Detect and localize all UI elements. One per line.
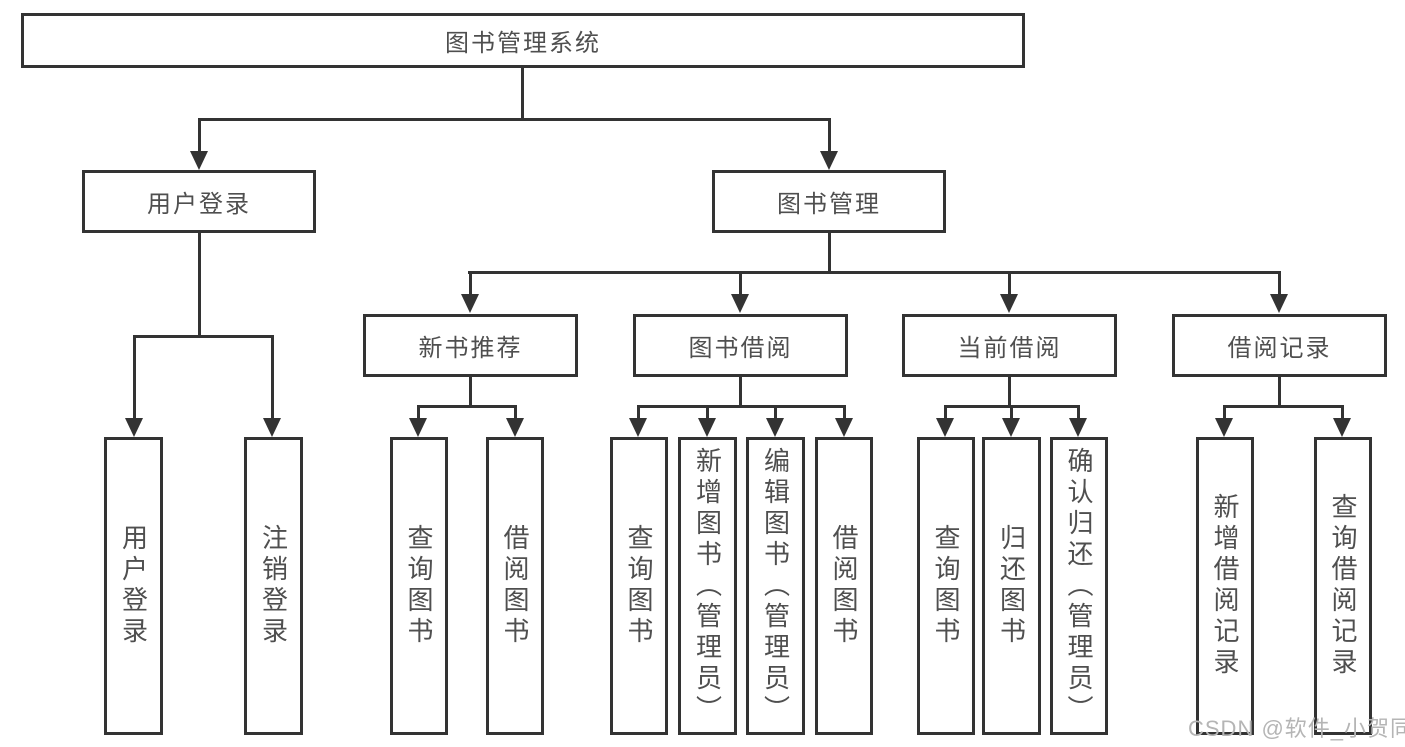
leaf-query-books-3-label: 查询图书 bbox=[931, 524, 961, 648]
connector-borrow-records-stub bbox=[1278, 377, 1281, 405]
connector-drop-leaf-user-login bbox=[133, 335, 136, 421]
leaf-add-borrow-record-label: 新增借阅记录 bbox=[1210, 493, 1240, 679]
leaf-query-borrow-record-label: 查询借阅记录 bbox=[1328, 493, 1358, 679]
leaf-borrow-books-2-label: 借阅图书 bbox=[829, 524, 859, 648]
arrowhead-borrow-books-2-icon bbox=[835, 418, 853, 437]
leaf-query-books-3: 查询图书 bbox=[917, 437, 975, 735]
node-current-borrow-label: 当前借阅 bbox=[957, 335, 1062, 362]
leaf-borrow-books-2: 借阅图书 bbox=[815, 437, 873, 735]
leaf-return-books: 归还图书 bbox=[982, 437, 1041, 735]
connector-drop-user-login bbox=[198, 118, 201, 154]
arrowhead-new-book-recommend-icon bbox=[461, 294, 479, 313]
connector-drop-confirm-return bbox=[1077, 405, 1080, 422]
connector-drop-current-borrow bbox=[1008, 271, 1011, 298]
node-user-login-branch: 用户登录 bbox=[82, 170, 316, 233]
connector-new-book-recommend-split bbox=[417, 405, 517, 408]
leaf-add-books-admin: 新增图书（管理员） bbox=[678, 437, 737, 735]
arrowhead-edit-books-admin-icon bbox=[766, 418, 784, 437]
arrowhead-query-borrow-record-icon bbox=[1333, 418, 1351, 437]
connector-current-borrow-stub bbox=[1008, 377, 1011, 405]
connector-drop-borrow-books-2 bbox=[843, 405, 846, 422]
arrowhead-borrow-records-icon bbox=[1270, 294, 1288, 313]
leaf-logout: 注销登录 bbox=[244, 437, 303, 735]
leaf-borrow-books-1-label: 借阅图书 bbox=[500, 524, 530, 648]
arrowhead-add-borrow-record-icon bbox=[1215, 418, 1233, 437]
arrowhead-leaf-logout-icon bbox=[263, 418, 281, 437]
leaf-query-books-1-label: 查询图书 bbox=[404, 524, 434, 648]
node-user-login-branch-label: 用户登录 bbox=[147, 191, 251, 218]
connector-drop-edit-books-admin bbox=[774, 405, 777, 422]
leaf-confirm-return-admin: 确认归还（管理员） bbox=[1050, 437, 1108, 735]
node-book-borrow-label: 图书借阅 bbox=[688, 335, 793, 362]
leaf-edit-books-admin-label: 编辑图书（管理员） bbox=[760, 446, 791, 726]
connector-drop-add-books-admin bbox=[706, 405, 709, 422]
leaf-add-books-admin-label: 新增图书（管理员） bbox=[692, 446, 723, 726]
leaf-user-login-label: 用户登录 bbox=[118, 524, 149, 648]
connector-book-management-split bbox=[468, 271, 1281, 274]
connector-drop-new-book-recommend bbox=[469, 271, 472, 298]
arrowhead-book-borrow-icon bbox=[731, 294, 749, 313]
connector-drop-query-borrow-record bbox=[1341, 405, 1344, 422]
arrowhead-confirm-return-icon bbox=[1069, 418, 1087, 437]
connector-book-borrow-split bbox=[637, 405, 845, 408]
connector-book-borrow-stub bbox=[739, 377, 742, 405]
arrowhead-return-books-icon bbox=[1002, 418, 1020, 437]
leaf-user-login: 用户登录 bbox=[104, 437, 163, 735]
connector-drop-book-borrow bbox=[739, 271, 742, 298]
node-book-borrow: 图书借阅 bbox=[633, 314, 848, 377]
arrowhead-book-management-icon bbox=[820, 151, 838, 170]
leaf-query-books-2: 查询图书 bbox=[610, 437, 668, 735]
node-borrow-records: 借阅记录 bbox=[1172, 314, 1387, 377]
node-book-management-branch-label: 图书管理 bbox=[777, 191, 881, 218]
connector-drop-leaf-logout bbox=[271, 335, 274, 421]
node-new-book-recommend: 新书推荐 bbox=[363, 314, 578, 377]
connector-drop-query-books-3 bbox=[944, 405, 947, 422]
node-current-borrow: 当前借阅 bbox=[902, 314, 1117, 377]
connector-drop-book-management bbox=[828, 118, 831, 154]
connector-new-book-recommend-stub bbox=[469, 377, 472, 405]
connector-drop-return-books bbox=[1010, 405, 1013, 422]
leaf-query-borrow-record: 查询借阅记录 bbox=[1314, 437, 1372, 735]
arrowhead-add-books-admin-icon bbox=[698, 418, 716, 437]
arrowhead-borrow-books-1-icon bbox=[506, 418, 524, 437]
connector-book-management-stub bbox=[828, 233, 831, 271]
arrowhead-query-books-2-icon bbox=[629, 418, 647, 437]
connector-drop-query-books-1 bbox=[417, 405, 420, 422]
arrowhead-current-borrow-icon bbox=[1000, 294, 1018, 313]
connector-drop-borrow-books-1 bbox=[514, 405, 517, 422]
leaf-edit-books-admin: 编辑图书（管理员） bbox=[746, 437, 805, 735]
leaf-query-books-1: 查询图书 bbox=[390, 437, 448, 735]
connector-drop-add-borrow-record bbox=[1223, 405, 1226, 422]
node-root-label: 图书管理系统 bbox=[445, 30, 601, 57]
arrowhead-query-books-1-icon bbox=[409, 418, 427, 437]
leaf-return-books-label: 归还图书 bbox=[996, 524, 1027, 648]
connector-user-login-stub bbox=[198, 233, 201, 335]
arrowhead-leaf-user-login-icon bbox=[125, 418, 143, 437]
connector-root-stub bbox=[521, 68, 524, 118]
leaf-logout-label: 注销登录 bbox=[258, 524, 289, 648]
connector-borrow-records-split bbox=[1223, 405, 1343, 408]
connector-user-login-split bbox=[133, 335, 274, 338]
connector-drop-borrow-records bbox=[1278, 271, 1281, 298]
leaf-add-borrow-record: 新增借阅记录 bbox=[1196, 437, 1254, 735]
leaf-query-books-2-label: 查询图书 bbox=[624, 524, 654, 648]
connector-drop-query-books-2 bbox=[637, 405, 640, 422]
connector-root-split bbox=[198, 118, 830, 121]
leaf-borrow-books-1: 借阅图书 bbox=[486, 437, 544, 735]
arrowhead-user-login-icon bbox=[190, 151, 208, 170]
watermark: CSDN @软件_小贺同学 bbox=[1188, 716, 1405, 741]
node-root: 图书管理系统 bbox=[21, 13, 1025, 68]
node-book-management-branch: 图书管理 bbox=[712, 170, 946, 233]
leaf-confirm-return-admin-label: 确认归还（管理员） bbox=[1064, 446, 1094, 726]
arrowhead-query-books-3-icon bbox=[936, 418, 954, 437]
node-new-book-recommend-label: 新书推荐 bbox=[418, 335, 523, 362]
node-borrow-records-label: 借阅记录 bbox=[1227, 335, 1332, 362]
